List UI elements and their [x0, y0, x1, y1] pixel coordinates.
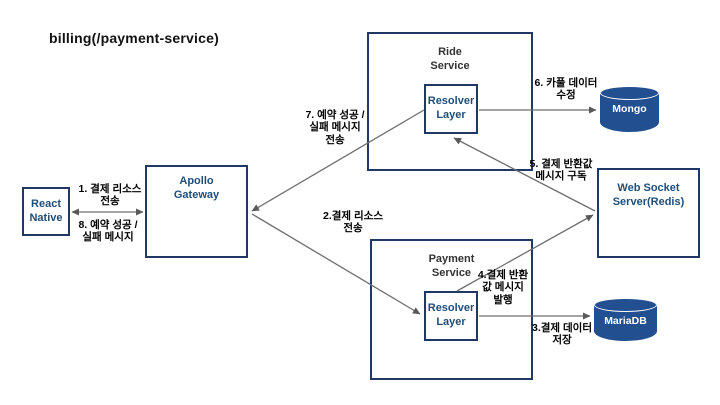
node-apollo-gateway-label: Apollo Gateway [173, 175, 220, 201]
edge-3-label: 3.결제 데이터 저장 [532, 322, 592, 347]
node-payment-service-label: Payment Service [428, 253, 475, 279]
node-websocket-server-label: Web Socket Server(Redis) [612, 182, 685, 208]
node-react-native-label: React Native [29, 197, 63, 224]
mariadb-cylinder-top-ellipse [594, 298, 657, 312]
node-ride-resolver-label: Resolver Layer [427, 95, 475, 121]
node-mongo-db: Mongo [600, 86, 659, 132]
node-payment-resolver-label: Resolver Layer [427, 302, 475, 328]
edge-1-label: 1. 결제 리소스 전송 [78, 183, 142, 208]
edge-7-label: 7. 예약 성공 / 실패 메시지 전송 [305, 109, 365, 146]
node-ride-resolver-layer: Resolver Layer [424, 84, 478, 134]
node-mongo-label: Mongo [612, 103, 647, 115]
mongo-cylinder-top-ellipse [600, 86, 659, 100]
edge-8-label: 8. 예약 성공 / 실패 메시지 [78, 219, 138, 244]
node-react-native: React Native [22, 187, 70, 236]
node-payment-resolver-layer: Resolver Layer [424, 291, 478, 341]
node-mariadb: MariaDB [594, 298, 657, 341]
edge-2-label: 2.결제 리소스 전송 [323, 210, 383, 235]
node-mariadb-label: MariaDB [604, 315, 647, 327]
node-ride-service-label: Ride Service [430, 46, 470, 72]
edge-5-label: 5. 결제 반환값 메시지 구독 [529, 158, 593, 183]
node-websocket-server: Web Socket Server(Redis) [597, 168, 700, 258]
edge-6-label: 6. 카풀 데이터 수정 [534, 77, 598, 102]
diagram-title: billing(/payment-service) [49, 30, 219, 46]
edge-4-label: 4.결제 반환 값 메시지 발행 [477, 269, 529, 306]
node-apollo-gateway: Apollo Gateway [145, 165, 248, 258]
